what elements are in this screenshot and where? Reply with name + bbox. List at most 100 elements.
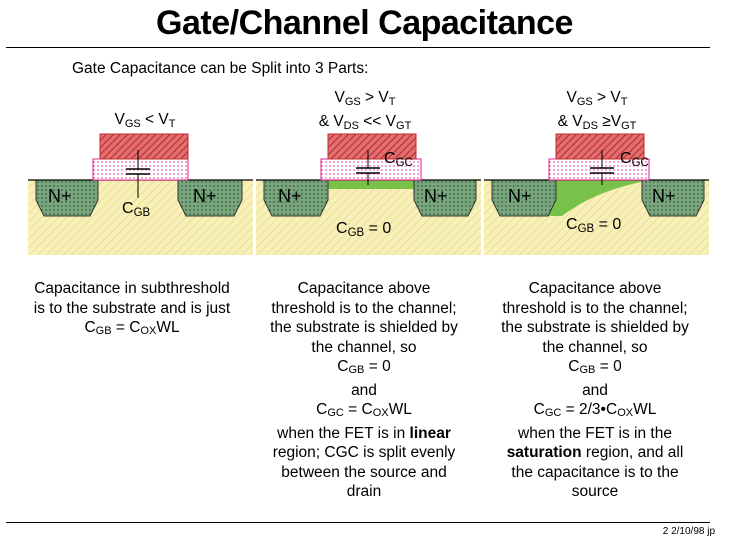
desc-line: saturation region, and all xyxy=(480,443,710,463)
desc-sub: GB xyxy=(348,364,365,376)
cap-text: C xyxy=(336,220,348,237)
cond-sub: GS xyxy=(124,118,141,130)
desc-text: C xyxy=(337,358,349,375)
mosfet-diagram-linear xyxy=(256,133,481,255)
cond-sub: GT xyxy=(396,120,412,132)
description-subthreshold: Capacitance in subthreshold is to the su… xyxy=(4,279,260,342)
desc-line: when the FET is in linear xyxy=(248,424,480,444)
desc-line: CGB = 0 xyxy=(480,357,710,381)
desc-line: CGB = COXWL xyxy=(4,318,260,342)
description-linear: Capacitance above threshold is to the ch… xyxy=(248,279,480,502)
cgb-label: CGB = 0 xyxy=(336,220,391,239)
desc-line: is to the substrate and is just xyxy=(33,299,231,317)
desc-text: C xyxy=(84,319,96,336)
cond-text: << V xyxy=(358,113,397,130)
footer-text: 2 2/10/98 jp xyxy=(662,526,715,537)
mosfet-diagram-saturation xyxy=(484,133,709,255)
desc-text: region, and all xyxy=(581,444,684,461)
drain-label: N+ xyxy=(424,186,448,206)
cond-sub: T xyxy=(620,96,628,108)
desc-bold: linear xyxy=(409,424,451,442)
cond-sub: T xyxy=(388,96,396,108)
cond-text: > V xyxy=(360,89,389,106)
cond-text: V xyxy=(334,89,345,106)
title-divider xyxy=(6,47,710,48)
cap-sub: GC xyxy=(631,157,649,169)
desc-text: WL xyxy=(388,401,412,418)
cond-sub: T xyxy=(168,118,176,130)
desc-line: drain xyxy=(346,483,382,500)
desc-line: Capacitance in subthreshold xyxy=(34,280,230,297)
desc-sub: OX xyxy=(617,407,634,419)
drain-label: N+ xyxy=(652,186,676,206)
condition-line: & VDS ≥VGT xyxy=(512,112,682,136)
cgb-label: CGB = 0 xyxy=(566,216,621,235)
cgc-label: CGC xyxy=(620,150,649,169)
desc-text: = C xyxy=(343,401,373,418)
desc-line: between the source and xyxy=(281,463,447,481)
desc-line: when the FET is in the xyxy=(518,424,672,442)
cond-text: > V xyxy=(592,89,621,106)
cond-sub: DS xyxy=(343,120,359,132)
desc-line: the substrate is shielded by xyxy=(270,319,458,336)
desc-text: = 0 xyxy=(595,358,622,375)
cap-text: C xyxy=(566,216,578,233)
cap-text: C xyxy=(384,150,396,167)
desc-bold: saturation xyxy=(506,444,582,461)
cond-sub: GS xyxy=(344,96,361,108)
cap-sub: GC xyxy=(395,157,413,169)
desc-sub: OX xyxy=(372,407,389,419)
desc-sub: GC xyxy=(544,407,562,419)
cond-text: V xyxy=(566,89,577,106)
desc-text: = 0 xyxy=(364,358,391,375)
desc-text: WL xyxy=(633,401,657,418)
cond-text: < V xyxy=(140,111,169,128)
source-label: N+ xyxy=(278,186,302,206)
condition-line: & VDS << VGT xyxy=(280,112,450,136)
cap-text: = 0 xyxy=(364,220,392,237)
cond-text: ≥V xyxy=(597,113,622,130)
cgc-label: CGC xyxy=(384,150,413,169)
desc-line: CGC = COXWL xyxy=(248,400,480,424)
condition-line: VGS > VT xyxy=(280,88,450,112)
cgb-label: CGB xyxy=(122,200,150,219)
desc-text: = 2/3•C xyxy=(561,401,618,418)
source-label: N+ xyxy=(48,186,72,206)
drain-label: N+ xyxy=(193,186,217,206)
desc-line: CGB = 0 xyxy=(248,357,480,381)
cap-sub: GB xyxy=(577,223,595,235)
desc-line: and xyxy=(582,381,608,399)
condition-subthreshold: VGS < VT xyxy=(60,110,230,134)
mosfet-diagram-subthreshold xyxy=(28,133,253,255)
cond-sub: GT xyxy=(621,120,637,132)
cond-sub: GS xyxy=(576,96,593,108)
desc-text: C xyxy=(316,401,328,418)
cond-text: V xyxy=(114,111,125,128)
desc-sub: OX xyxy=(140,325,157,337)
cap-sub: GB xyxy=(133,207,151,219)
desc-line: the channel, so xyxy=(311,338,417,356)
desc-line: threshold is to the channel; xyxy=(502,299,688,317)
cap-text: = 0 xyxy=(594,216,622,233)
condition-line: VGS > VT xyxy=(512,88,682,112)
cap-text: C xyxy=(620,150,632,167)
desc-text: when the FET is in xyxy=(277,424,410,442)
desc-sub: GB xyxy=(579,364,596,376)
desc-line: source xyxy=(571,483,619,500)
footer-divider xyxy=(6,522,710,523)
cond-text: & V xyxy=(557,113,583,130)
desc-sub: GC xyxy=(327,407,344,419)
cap-text: C xyxy=(122,200,134,217)
desc-line: and xyxy=(351,381,377,399)
cond-sub: DS xyxy=(582,120,598,132)
desc-line: Capacitance above xyxy=(528,280,662,297)
desc-line: Capacitance above xyxy=(297,280,431,297)
cap-sub: GB xyxy=(347,227,365,239)
desc-line: the channel, so xyxy=(542,338,648,356)
intro-text: Gate Capacitance can be Split into 3 Par… xyxy=(72,60,369,77)
desc-text: C xyxy=(568,358,580,375)
cond-text: & V xyxy=(318,113,344,130)
desc-text: = C xyxy=(111,319,141,336)
desc-line: region; CGC is split evenly xyxy=(272,444,456,461)
condition-saturation: VGS > VT & VDS ≥VGT xyxy=(512,88,682,136)
